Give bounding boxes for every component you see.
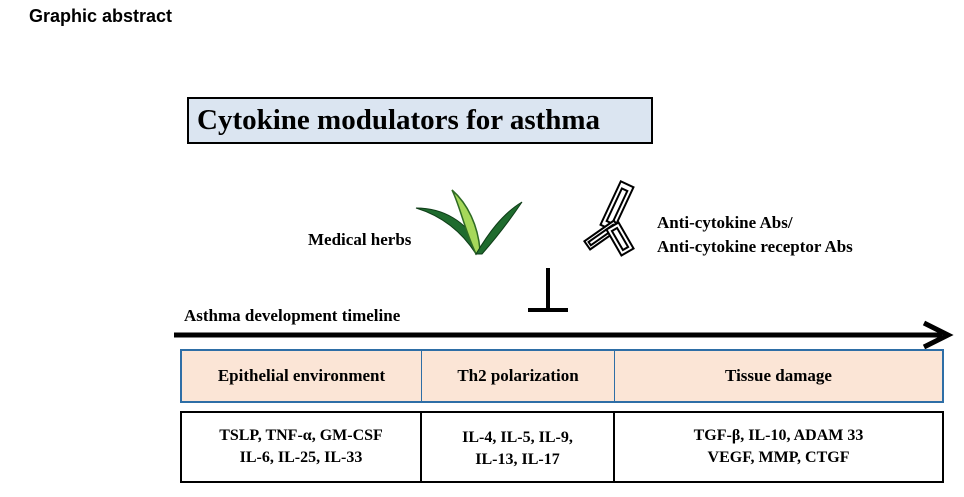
stage-epithelial-environment: Epithelial environment: [182, 351, 422, 401]
timeline-arrow: [174, 320, 954, 350]
inhibition-symbol: [528, 268, 568, 312]
graphic-abstract-label: Graphic abstract: [29, 6, 173, 26]
antibody-label-line2: Anti-cytokine receptor Abs: [657, 237, 853, 256]
cytokine-line: IL-13, IL-17: [475, 451, 560, 468]
herb-leaves-icon: [415, 189, 523, 256]
cytokines-tissue-damage: TGF-β, IL-10, ADAM 33 VEGF, MMP, CTGF: [615, 413, 942, 481]
herb-label: Medical herbs: [308, 230, 412, 249]
cytokines-th2: IL-4, IL-5, IL-9, IL-13, IL-17: [422, 413, 615, 481]
cytokine-row: TSLP, TNF-α, GM-CSF IL-6, IL-25, IL-33 I…: [180, 411, 944, 483]
stage-th2-polarization: Th2 polarization: [422, 351, 615, 401]
antibody-icon: [583, 179, 635, 257]
stage-tissue-damage: Tissue damage: [725, 366, 832, 385]
cytokine-line: VEGF, MMP, CTGF: [707, 449, 850, 466]
cytokine-line: IL-4, IL-5, IL-9,: [462, 429, 573, 446]
title-box: Cytokine modulators for asthma: [187, 97, 653, 144]
cytokine-line: TGF-β, IL-10, ADAM 33: [693, 427, 864, 444]
antibody-label-line1: Anti-cytokine Abs/: [657, 213, 793, 232]
cytokine-line: IL-6, IL-25, IL-33: [239, 449, 363, 466]
cytokine-line: TSLP, TNF-α, GM-CSF: [219, 427, 383, 444]
cytokines-epithelial: TSLP, TNF-α, GM-CSF IL-6, IL-25, IL-33: [182, 413, 422, 481]
stage-row: Epithelial environment Th2 polarization …: [180, 349, 944, 403]
timeline-label: Asthma development timeline: [184, 306, 401, 325]
